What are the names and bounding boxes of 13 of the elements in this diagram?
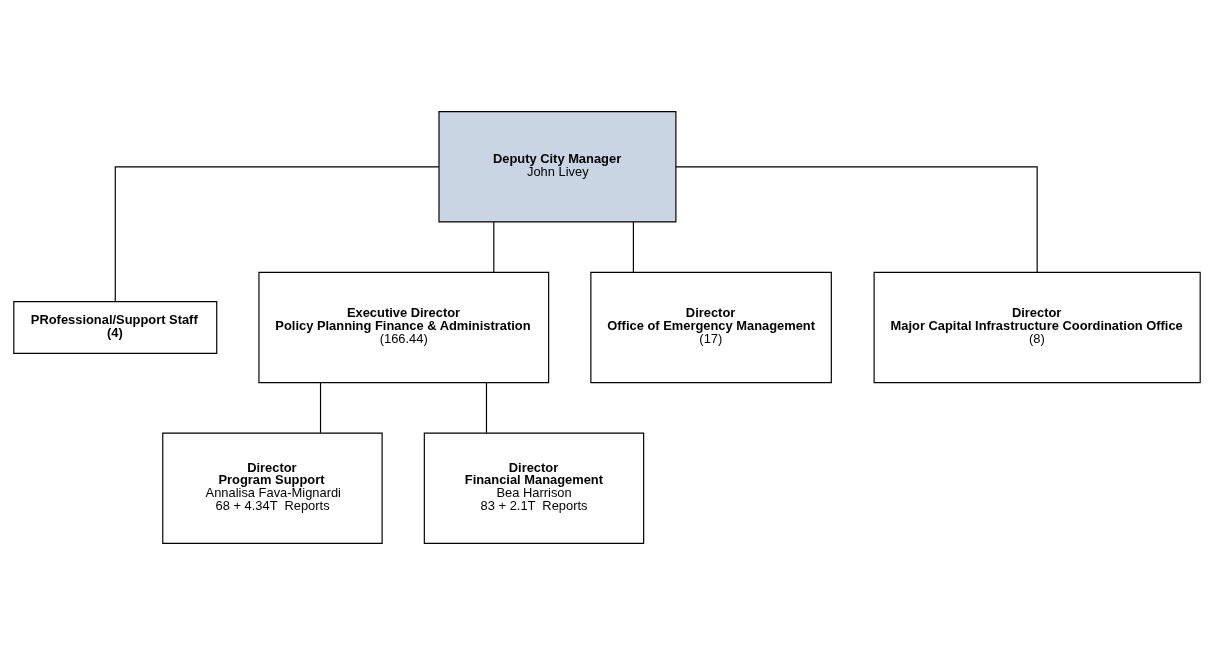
connector	[485, 381, 488, 433]
node-box: Director Office of Emergency Management (17)	[590, 271, 832, 383]
node-box: PRofessional/Support Staff (4)	[13, 300, 218, 354]
connector	[675, 165, 1038, 273]
connector	[114, 165, 440, 302]
connector	[632, 221, 634, 273]
connector	[319, 381, 322, 433]
node-box: Director Program Support Annalisa Fava-Mignardi 68 + 4.34T Reports	[162, 431, 383, 544]
node-box: Executive Director Policy Planning Finance & Administration (166.44)	[258, 271, 550, 383]
node-box: Director Major Capital Infrastructure Coordination Office (8)	[873, 271, 1201, 383]
node-box: Director Financial Management Bea Harrison 83 + 2.1T Reports	[423, 431, 645, 544]
connector	[493, 221, 495, 273]
node-box: Deputy City Manager John Livey	[438, 110, 677, 223]
